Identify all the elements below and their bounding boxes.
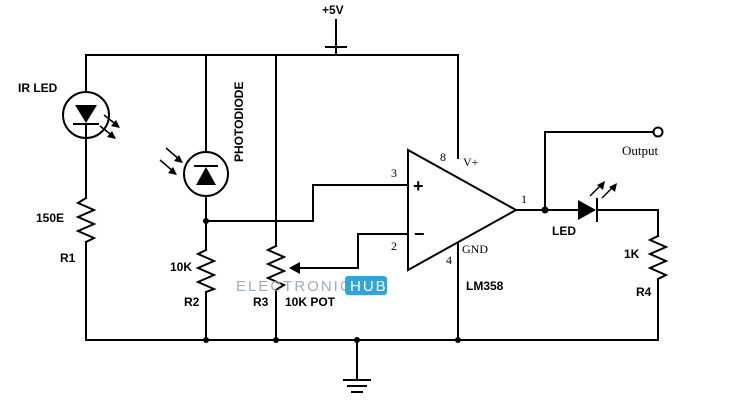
vplus-label: V+ <box>463 155 479 169</box>
led-triangle <box>578 200 596 220</box>
r2-resistor <box>195 248 217 294</box>
r4-resistor <box>647 234 669 281</box>
led-light-arrows <box>589 181 617 199</box>
r4-value-label: 1K <box>624 247 640 261</box>
pin-3-label: 3 <box>391 166 397 180</box>
op-amp-triangle <box>407 148 519 272</box>
gnd-pin-label: GND <box>462 242 488 256</box>
watermark-badge-text: HUB <box>350 278 388 295</box>
pot-branch <box>265 54 409 341</box>
ir-led-branch <box>62 54 120 341</box>
watermark: ELECTRONICS HUB <box>236 276 388 295</box>
r1-label: R1 <box>60 251 76 265</box>
r2-label: R2 <box>184 295 200 309</box>
output-branch <box>541 126 669 341</box>
r2-value-label: 10K <box>170 260 192 274</box>
supply-rail <box>85 19 459 159</box>
r1-resistor <box>75 196 97 244</box>
ir-led-label: IR LED <box>18 81 58 95</box>
pin-4-label: 4 <box>446 253 452 267</box>
ground-rail <box>85 337 659 393</box>
r3-wiper-arrow <box>289 262 300 274</box>
ir-emission-arrows <box>99 114 120 139</box>
photodiode-label: PHOTODIODE <box>232 82 246 162</box>
photodiode-light-arrows <box>159 147 183 175</box>
photodiode-triangle <box>196 167 216 185</box>
supply-label: +5V <box>322 3 344 17</box>
watermark-text: ELECTRONICS <box>236 278 365 295</box>
ground-symbol <box>343 379 371 393</box>
plus-sign: + <box>413 176 424 196</box>
r1-value-label: 150E <box>36 211 64 225</box>
r3-label: R3 <box>253 295 269 309</box>
r3-potentiometer <box>265 244 287 292</box>
op-amp-lm358 <box>312 148 546 341</box>
r4-label: R4 <box>636 285 652 299</box>
output-terminal <box>652 126 664 138</box>
output-label: Output <box>622 143 659 158</box>
photodiode-branch <box>159 54 314 341</box>
ic-label: LM358 <box>466 279 504 293</box>
minus-sign: − <box>414 224 425 244</box>
watermark-badge <box>345 276 387 295</box>
pin-8-label: 8 <box>440 150 446 164</box>
pin-1-label: 1 <box>521 192 527 206</box>
pin-2-label: 2 <box>391 239 397 253</box>
r3-value-label: 10K POT <box>285 295 336 309</box>
led-label: LED <box>552 224 576 238</box>
ir-led-triangle <box>75 105 97 123</box>
